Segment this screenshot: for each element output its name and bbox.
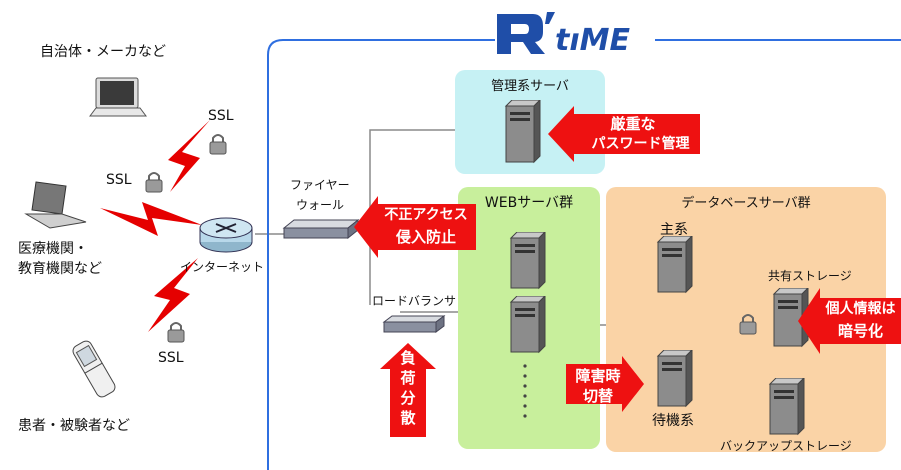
intrusion-callout-arrow [354,196,476,258]
client-medical-label-2: 教育機関など [18,261,102,277]
client-patients-label: 患者・被験者など [18,418,130,434]
firewall-device-icon [282,218,360,240]
load-callout-char2: 荷 [400,369,416,387]
encryption-callout-line1: 個人情報は [825,301,896,317]
lock-icon [739,314,757,335]
internet-label: インターネット [180,260,265,274]
password-callout-line1: 厳重な [610,115,656,133]
password-callout-arrow [548,106,700,162]
internet-router-icon [199,217,253,253]
lightning-connections [100,120,210,332]
client-medical-label-1: 医療機関・ [18,241,88,257]
load-callout-char3: 分 [400,389,416,407]
load-balancer-label: ロードバランサ [372,294,457,308]
lock-icon [145,172,163,193]
encryption-callout-line2: 暗号化 [837,322,883,340]
desktop-laptop-icon [89,77,147,117]
client-municipal-label: 自治体・メーカなど [40,44,166,60]
load-callout-char1: 負 [400,349,416,367]
ssl-label-top: SSL [208,108,234,124]
password-callout-line2: パスワード管理 [591,136,690,152]
standby-node-label: 待機系 [652,413,694,429]
failover-callout-line2: 切替 [582,387,613,405]
web-panel-title: WEBサーバ群 [484,195,574,211]
backup-storage-icon [768,378,805,436]
lock-icon [167,322,185,343]
intrusion-callout-line1: 不正アクセス [384,207,468,223]
mobile-phone-icon [72,340,116,398]
primary-db-server-icon [656,236,693,294]
lock-icon [209,134,227,155]
web-server-icon [509,296,546,354]
load-balancer-icon [382,315,446,333]
failover-callout-line1: 障害時 [575,367,621,385]
failover-callout-arrow [566,356,644,412]
ssl-label-middle: SSL [106,172,132,188]
web-server-ellipsis [523,364,527,418]
admin-panel-title: 管理系サーバ [491,79,569,94]
intrusion-callout-line2: 侵入防止 [395,228,456,246]
rtime-logo: tıME [497,12,630,58]
shared-storage-label: 共有ストレージ [768,269,852,283]
firewall-label-1: ファイヤー [290,178,350,192]
firewall-label-2: ウォール [296,198,345,212]
svg-text:tıME: tıME [555,23,630,58]
laptop-icon [24,181,87,229]
admin-server-icon [504,100,541,164]
primary-node-label: 主系 [660,222,688,238]
encryption-callout-arrow [798,288,901,354]
backup-storage-label: バックアップストレージ [720,439,852,453]
load-callout-char4: 散 [400,409,416,427]
web-server-icon [509,232,546,290]
standby-db-server-icon [656,350,693,408]
db-panel-title: データベースサーバ群 [681,196,811,211]
ssl-label-bottom: SSL [158,350,184,366]
load-distribution-callout-arrow [380,343,436,437]
